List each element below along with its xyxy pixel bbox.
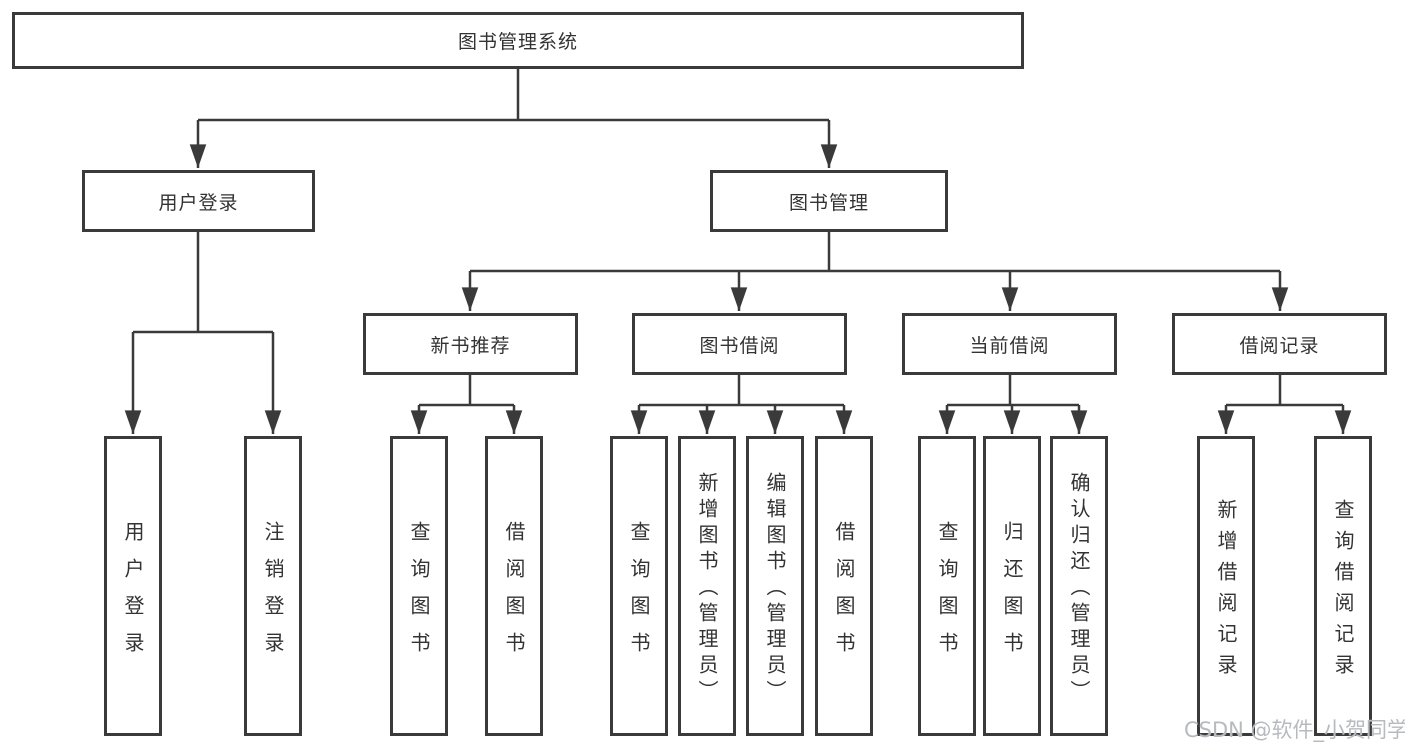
node-leaf-borrow-books: 借阅图书 — [815, 436, 873, 736]
node-leaf-borrow-books: 借阅图书 — [485, 436, 543, 736]
node-leaf-query-books: 查询图书 — [610, 436, 668, 736]
node-leaf-query-books: 查询图书 — [918, 436, 976, 736]
node-leaf-edit-books-admin: 编辑图书（管理员） — [746, 436, 804, 736]
node-label: 查询图书 — [935, 520, 959, 669]
node-book-borrowing: 图书借阅 — [632, 313, 847, 375]
node-user-login-module: 用户登录 — [82, 170, 315, 232]
node-label: 查询借阅记录 — [1331, 498, 1355, 685]
node-label: 归还图书 — [1000, 520, 1024, 669]
node-leaf-user-login: 用户登录 — [104, 436, 162, 736]
node-leaf-logout: 注销登录 — [244, 436, 302, 736]
node-label: 新书推荐 — [430, 334, 511, 357]
node-label: 图书借阅 — [699, 334, 780, 357]
node-current-borrowing: 当前借阅 — [902, 313, 1117, 375]
node-label: 查询图书 — [407, 520, 431, 669]
node-label: 编辑图书（管理员） — [763, 472, 787, 706]
node-leaf-confirm-return-admin: 确认归还（管理员） — [1050, 436, 1108, 736]
node-library-management-system: 图书管理系统 — [12, 12, 1024, 69]
csdn-watermark: CSDN @软件_小贺同学 — [1184, 718, 1405, 742]
node-label: 查询图书 — [627, 520, 651, 669]
node-label: 注销登录 — [261, 520, 285, 669]
node-label: 新增借阅记录 — [1214, 498, 1238, 685]
node-label: 用户登录 — [121, 520, 145, 669]
node-borrowing-records: 借阅记录 — [1172, 313, 1387, 375]
node-leaf-query-borrow-record: 查询借阅记录 — [1314, 436, 1372, 736]
node-label: 用户登录 — [158, 191, 239, 214]
node-label: 当前借阅 — [969, 334, 1050, 357]
node-leaf-query-books: 查询图书 — [390, 436, 448, 736]
node-label: 借阅图书 — [832, 520, 856, 669]
node-label: 图书管理 — [788, 191, 869, 214]
node-book-management-module: 图书管理 — [710, 170, 948, 232]
node-label: 新增图书（管理员） — [695, 472, 719, 706]
node-label: 借阅记录 — [1239, 334, 1320, 357]
node-leaf-return-books: 归还图书 — [983, 436, 1041, 736]
node-label: 借阅图书 — [502, 520, 526, 669]
node-label: 图书管理系统 — [457, 31, 578, 53]
node-new-book-recommendation: 新书推荐 — [363, 313, 578, 375]
node-label: 确认归还（管理员） — [1067, 472, 1091, 706]
node-leaf-add-books-admin: 新增图书（管理员） — [678, 436, 736, 736]
node-leaf-add-borrow-record: 新增借阅记录 — [1197, 436, 1255, 736]
